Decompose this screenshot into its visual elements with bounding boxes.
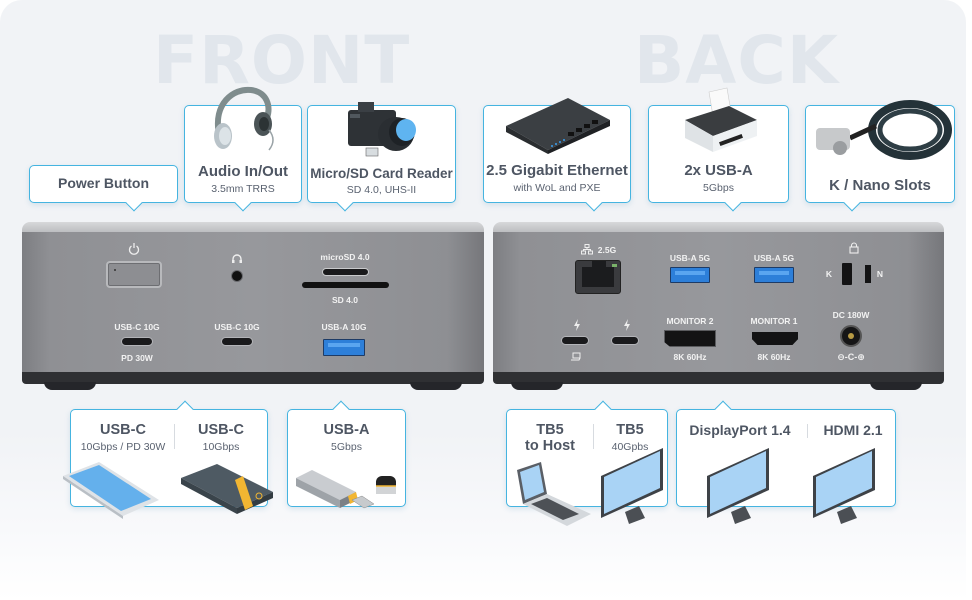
callout-subtitle: 5Gbps <box>331 441 362 453</box>
ethernet-port[interactable] <box>575 260 621 294</box>
dc-label: DC 180W <box>832 310 870 320</box>
callout-displays: DisplayPort 1.4 HDMI 2.1 <box>676 400 896 524</box>
callout-power-button: Power Button <box>29 165 178 212</box>
callout-title: TB5 <box>536 422 564 438</box>
usb-a-port[interactable] <box>323 339 365 356</box>
callout-front-usb-c: USB-C 10Gbps / PD 30W USB-C 10Gbps <box>63 400 273 519</box>
displayport-port[interactable] <box>664 330 716 347</box>
callout-title: 2.5 Gigabit Ethernet <box>486 162 628 179</box>
dock-front-view: microSD 4.0 SD 4.0 USB-C 10G PD 30W USB-… <box>22 222 484 390</box>
callout-title: USB-C <box>100 422 146 438</box>
callout-title: K / Nano Slots <box>829 177 931 194</box>
laptop-symbol-icon <box>571 352 581 361</box>
usb-flash-drive-icon <box>296 470 396 509</box>
microsd-slot[interactable] <box>322 268 369 276</box>
external-ssd-icon <box>181 464 273 514</box>
usb-a-port-2[interactable] <box>754 267 794 283</box>
callout-subtitle: 10Gbps / PD 30W <box>80 441 166 453</box>
thunderbolt-icon <box>624 319 630 331</box>
usba1-label: USB-A 5G <box>669 253 711 263</box>
monitor-icon <box>707 448 769 524</box>
callout-subtitle: 3.5mm TRRS <box>211 183 275 195</box>
headset-symbol-icon <box>232 254 242 263</box>
lock-cable-icon <box>816 100 952 160</box>
callout-card-reader: Micro/SD Card Reader SD 4.0, UHS-II <box>307 102 456 212</box>
callout-subtitle: 5Gbps <box>703 182 734 194</box>
monitor-icon <box>601 448 663 524</box>
monitor-icon <box>813 448 875 524</box>
callout-title: Audio In/Out <box>198 163 288 180</box>
callout-title: DisplayPort 1.4 <box>689 422 791 438</box>
laptop-icon <box>517 462 591 526</box>
callout-thunderbolt: TB5 to Host TB5 40Gpbs <box>506 400 668 526</box>
usb-a-port-1[interactable] <box>670 267 710 283</box>
callout-title: TB5 <box>616 422 644 438</box>
callout-audio: Audio In/Out 3.5mm TRRS <box>184 86 302 212</box>
callout-title: USB-A <box>323 422 370 438</box>
tb5-downstream-port[interactable] <box>611 336 639 345</box>
camera-icon <box>348 102 416 157</box>
callout-subtitle: 40Gpbs <box>611 441 649 453</box>
monitor2-sublabel: 8K 60Hz <box>673 352 707 362</box>
power-symbol-icon <box>128 243 140 255</box>
callout-title: 2x USB-A <box>684 162 753 179</box>
usb-c-port[interactable] <box>221 337 253 346</box>
tb5-host-port[interactable] <box>561 336 589 345</box>
callout-title-line2: to Host <box>525 438 575 454</box>
callout-subtitle: with WoL and PXE <box>513 182 601 194</box>
callout-title: Micro/SD Card Reader <box>310 166 453 181</box>
usba-label: USB-A 10G <box>321 322 367 332</box>
callout-front-usb-a: USB-A 5Gbps <box>287 400 406 509</box>
nano-slot[interactable] <box>865 265 871 283</box>
hdmi-port[interactable] <box>752 332 798 345</box>
callout-usb-a-back: 2x USB-A 5Gbps <box>648 87 789 212</box>
network-symbol-icon <box>581 244 593 255</box>
monitor2-label: MONITOR 2 <box>666 316 714 326</box>
usbc1-sublabel: PD 30W <box>121 353 153 363</box>
callout-subtitle: 10Gbps <box>202 441 240 453</box>
usba2-label: USB-A 5G <box>753 253 795 263</box>
usb-c-port-pd[interactable] <box>121 337 153 346</box>
sd-card-slot[interactable] <box>302 282 389 288</box>
usbc2-label: USB-C 10G <box>214 322 260 332</box>
kensington-slot[interactable] <box>842 263 852 285</box>
kensington-label: K <box>825 269 833 279</box>
monitor1-label: MONITOR 1 <box>750 316 798 326</box>
sd-label: SD 4.0 <box>332 295 358 305</box>
nano-label: N <box>876 269 884 279</box>
thunderbolt-icon <box>574 319 580 331</box>
callout-subtitle: SD 4.0, UHS-II <box>346 184 417 196</box>
monitor1-sublabel: 8K 60Hz <box>757 352 791 362</box>
smartphone-icon <box>63 462 159 519</box>
callout-title: USB-C <box>198 422 244 438</box>
front-heading: FRONT <box>153 22 411 99</box>
usbc1-label: USB-C 10G <box>114 322 160 332</box>
lock-symbol-icon <box>849 242 859 254</box>
callout-ethernet: 2.5 Gigabit Ethernet with WoL and PXE <box>483 98 631 212</box>
dc-power-jack[interactable] <box>840 325 862 347</box>
printer-icon <box>685 87 757 152</box>
audio-jack[interactable] <box>231 270 243 282</box>
microsd-label: microSD 4.0 <box>320 252 370 262</box>
back-heading: BACK <box>634 22 839 99</box>
callout-lock-slots: K / Nano Slots <box>805 100 955 212</box>
ethernet-label: 2.5G <box>597 245 617 255</box>
callout-title: Power Button <box>58 175 149 191</box>
power-button[interactable] <box>106 261 162 288</box>
polarity-label: ⊖-C-⊕ <box>837 352 865 362</box>
callout-title: HDMI 2.1 <box>823 422 883 438</box>
network-switch-icon <box>506 98 610 154</box>
headphones-icon <box>214 86 274 151</box>
dock-back-view: 2.5G USB-A 5G USB-A 5G K N MONITOR 2 8K … <box>493 222 944 390</box>
